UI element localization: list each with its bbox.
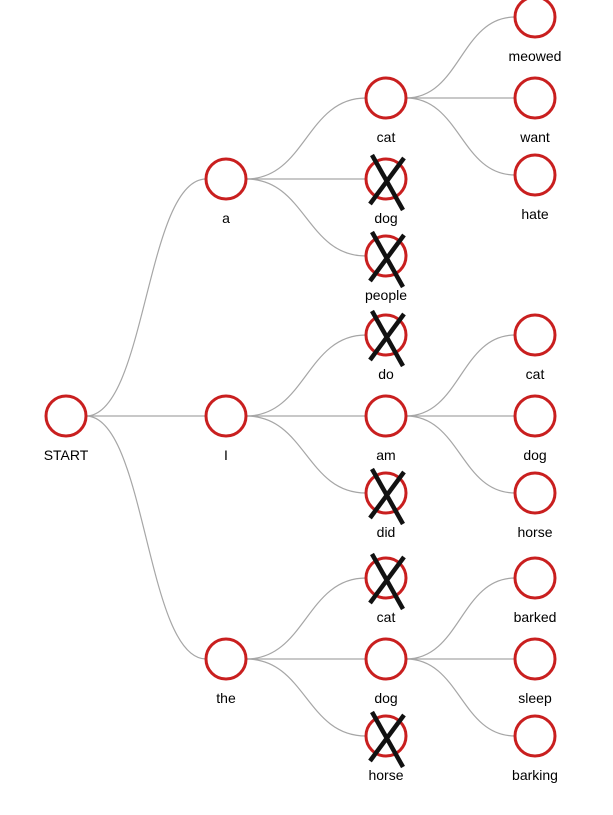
node-label: barking xyxy=(512,767,558,783)
node-circle xyxy=(513,714,557,758)
node-label: dog xyxy=(374,210,397,226)
node-i-did: did xyxy=(364,467,408,540)
node-label: dog xyxy=(523,447,546,463)
node-circle xyxy=(513,76,557,120)
node-circle xyxy=(364,637,408,681)
node-label: cat xyxy=(377,129,396,145)
node-i-am-horse: horse xyxy=(513,471,557,540)
node-circle xyxy=(513,0,557,39)
node-label: cat xyxy=(377,609,396,625)
node-label: a xyxy=(222,210,230,226)
node-circle xyxy=(513,313,557,357)
node-label: am xyxy=(376,447,395,463)
node-label: do xyxy=(378,366,394,382)
node-circle xyxy=(513,394,557,438)
pruned-cross-icon xyxy=(368,230,406,289)
edge-start-the xyxy=(85,415,207,660)
node-circle xyxy=(204,394,248,438)
node-label: cat xyxy=(526,366,545,382)
node-label: I xyxy=(224,447,228,463)
node-circle xyxy=(513,556,557,600)
node-a-dog: dog xyxy=(364,153,408,226)
node-label: sleep xyxy=(518,690,552,706)
node-label: did xyxy=(377,524,396,540)
edge-cat-meowed xyxy=(405,16,516,99)
pruned-cross-icon xyxy=(368,710,406,769)
node-a-cat-hate: hate xyxy=(513,153,557,222)
node-label: horse xyxy=(517,524,552,540)
edge-the-cat xyxy=(245,577,367,660)
node-a: a xyxy=(204,157,248,226)
node-label: hate xyxy=(521,206,548,222)
node-circle xyxy=(204,637,248,681)
edge-a-cat xyxy=(245,97,367,180)
node-label: want xyxy=(519,129,550,145)
node-a-cat-want: want xyxy=(513,76,557,145)
node-i-am-cat: cat xyxy=(513,313,557,382)
node-circle xyxy=(204,157,248,201)
node-label: horse xyxy=(368,767,403,783)
node-the: the xyxy=(204,637,248,706)
node-i-am: am xyxy=(364,394,408,463)
edges xyxy=(85,16,516,737)
node-the-dog-barked: barked xyxy=(513,556,557,625)
node-circle xyxy=(513,153,557,197)
node-label: people xyxy=(365,287,407,303)
node-i: I xyxy=(204,394,248,463)
node-start: START xyxy=(44,394,89,463)
node-a-cat-meowed: meowed xyxy=(509,0,562,64)
edge-cat-hate xyxy=(405,97,516,176)
edge-dog-barked xyxy=(405,577,516,660)
node-the-dog-sleep: sleep xyxy=(513,637,557,706)
node-the-cat: cat xyxy=(364,552,408,625)
node-circle xyxy=(44,394,88,438)
node-i-do: do xyxy=(364,309,408,382)
edge-dog-barking xyxy=(405,658,516,737)
node-circle xyxy=(513,471,557,515)
node-a-cat: cat xyxy=(364,76,408,145)
edge-a-people xyxy=(245,178,367,257)
node-a-people: people xyxy=(364,230,408,303)
node-the-horse: horse xyxy=(364,710,408,783)
edge-the-horse xyxy=(245,658,367,737)
pruned-cross-icon xyxy=(368,467,406,526)
node-label: the xyxy=(216,690,236,706)
node-label: START xyxy=(44,447,89,463)
node-circle xyxy=(364,394,408,438)
edge-start-a xyxy=(85,178,207,417)
node-label: dog xyxy=(374,690,397,706)
node-circle xyxy=(513,637,557,681)
edge-am-cat xyxy=(405,334,516,417)
node-the-dog: dog xyxy=(364,637,408,706)
node-circle xyxy=(364,76,408,120)
edge-i-do xyxy=(245,334,367,417)
edge-am-horse xyxy=(405,415,516,494)
pruned-cross-icon xyxy=(368,552,406,611)
node-label: meowed xyxy=(509,48,562,64)
node-i-am-dog: dog xyxy=(513,394,557,463)
pruned-cross-icon xyxy=(368,153,406,212)
node-the-dog-barking: barking xyxy=(512,714,558,783)
node-label: barked xyxy=(514,609,557,625)
pruned-cross-icon xyxy=(368,309,406,368)
edge-i-did xyxy=(245,415,367,494)
